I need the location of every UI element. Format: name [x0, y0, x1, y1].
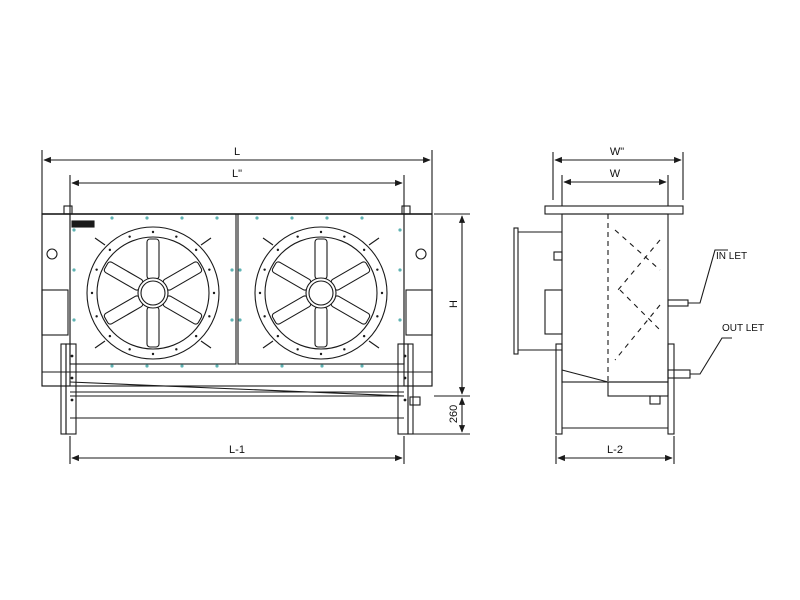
fan-blade	[103, 295, 144, 325]
fan-blade	[330, 261, 371, 291]
bolt	[180, 216, 184, 220]
bolt	[145, 364, 149, 368]
fan-1	[86, 226, 220, 360]
outlet-pipe	[667, 369, 691, 379]
dim-inner-length	[69, 175, 405, 214]
bolt	[398, 228, 402, 232]
right-leg	[397, 343, 409, 435]
bolt	[145, 216, 149, 220]
bolt	[280, 364, 284, 368]
fan-blade	[146, 238, 160, 280]
bolt	[72, 268, 76, 272]
fan-ring-inner	[96, 236, 210, 350]
fan-blade	[271, 295, 312, 325]
coil-hatch	[614, 229, 661, 361]
leg-bolt	[70, 398, 74, 402]
dim-label-l1: L-1	[229, 444, 245, 456]
side-leg-left	[555, 343, 563, 435]
left-connection-box	[41, 289, 69, 336]
fan-blade	[103, 261, 144, 291]
fan-group	[86, 226, 388, 360]
dim-height	[434, 213, 470, 397]
bolt	[215, 216, 219, 220]
front-view: L L"	[41, 146, 470, 464]
fan-ring-outer	[86, 226, 220, 360]
side-body	[561, 213, 669, 383]
drain-tray	[607, 381, 669, 397]
side-leg-right	[667, 343, 675, 435]
fan-blade	[162, 261, 203, 291]
bolt	[360, 216, 364, 220]
bolt-group	[70, 216, 407, 402]
fan-2	[254, 226, 388, 360]
bolt	[255, 216, 259, 220]
dim-side-leg-span	[555, 436, 675, 464]
outlet-label: OUT LET	[722, 323, 764, 334]
dim-overall-length	[41, 150, 433, 214]
leg-bolt	[403, 354, 407, 358]
fan-blade	[330, 295, 371, 325]
bolt	[110, 216, 114, 220]
left-leg	[65, 343, 77, 435]
fan-blade	[271, 261, 312, 291]
dim-leg-height	[410, 397, 470, 435]
bolt	[238, 268, 242, 272]
dim-label-l: L	[234, 146, 240, 158]
front-casing	[41, 213, 433, 387]
bolt	[72, 318, 76, 322]
fan-panel-right	[237, 213, 405, 365]
bolt	[230, 318, 234, 322]
bolt	[398, 268, 402, 272]
side-view: W" W	[513, 146, 732, 464]
dim-label-h: H	[448, 300, 460, 308]
fan-blade	[314, 238, 328, 280]
nameplate	[71, 220, 95, 228]
dim-label-l2: L-2	[607, 444, 623, 456]
left-port	[46, 248, 58, 260]
leg-bolt	[70, 376, 74, 380]
dim-width	[561, 175, 669, 206]
bolt	[215, 364, 219, 368]
bolt	[72, 228, 76, 232]
dim-leg-span	[69, 436, 405, 464]
bolt	[180, 364, 184, 368]
dim-outer-width	[552, 152, 684, 200]
bolt	[320, 364, 324, 368]
top-flange	[544, 205, 684, 215]
bolt	[325, 216, 329, 220]
fan-blade	[314, 306, 328, 348]
bolt	[360, 364, 364, 368]
inlet-pipe	[667, 299, 689, 307]
dim-label-w-outer: W"	[610, 146, 624, 158]
leg-bolt	[70, 354, 74, 358]
inlet-label: IN LET	[716, 251, 747, 262]
bolt	[398, 318, 402, 322]
dim-label-w: W	[610, 168, 621, 180]
fan-blade	[146, 306, 160, 348]
fan-panel-left	[69, 213, 237, 365]
fan-blade	[162, 295, 203, 325]
leg-bolt	[403, 376, 407, 380]
leg-bolt	[403, 398, 407, 402]
bolt	[238, 318, 242, 322]
right-connection-box	[405, 289, 433, 336]
bolt	[110, 364, 114, 368]
bolt	[230, 268, 234, 272]
right-port	[415, 248, 427, 260]
bolt	[290, 216, 294, 220]
fan-guard-side	[513, 227, 519, 355]
dim-label-260: 260	[448, 405, 460, 423]
dim-label-l-inner: L"	[232, 168, 242, 180]
fan-ring-inner	[264, 236, 378, 350]
fan-ring-outer	[254, 226, 388, 360]
